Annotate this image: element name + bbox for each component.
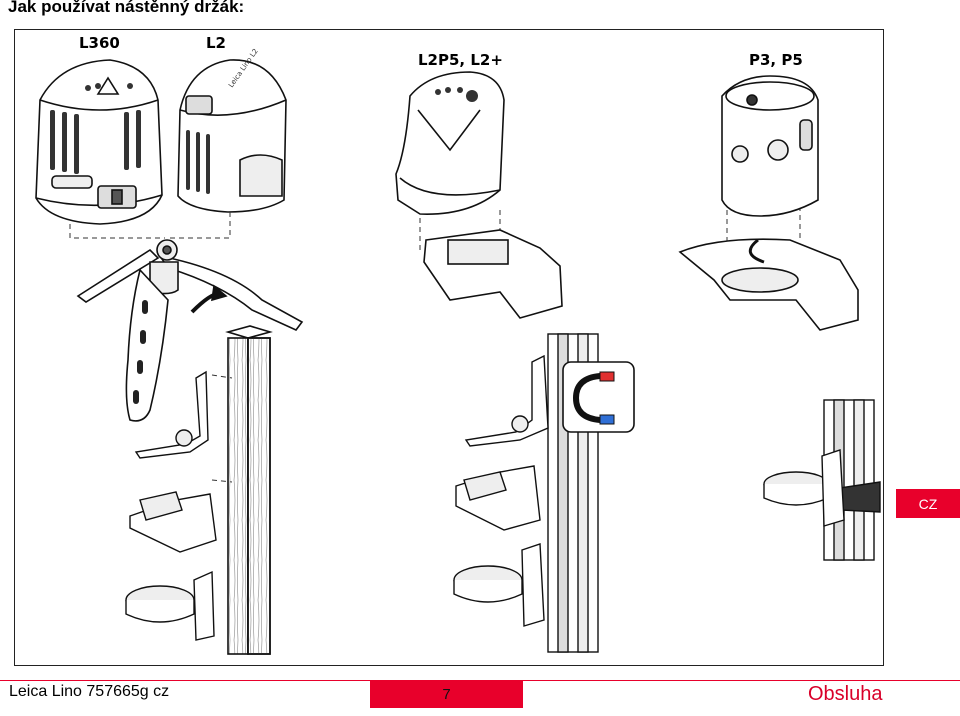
l2p5-device-drawing [395, 71, 563, 319]
l2-device-drawing: Leica Lino L2 [177, 47, 287, 213]
l360-device-drawing [35, 59, 163, 225]
wall-mount-bracket-drawing [76, 239, 304, 422]
strap-column-drawing [763, 399, 881, 561]
magnet-icon [562, 361, 635, 433]
language-tab: CZ [896, 489, 960, 518]
model-label-p3: P3, P5 [749, 51, 803, 69]
footer-section-title: Obsluha [808, 683, 883, 705]
p3-device-drawing [678, 75, 859, 331]
wooden-post-drawing [225, 325, 273, 655]
footer-product-code: Leica Lino 757665g cz [9, 683, 170, 700]
metal-mount-steps-drawing [453, 354, 549, 627]
model-label-l2p5: L2P5, L2+ [418, 51, 503, 69]
footer-divider [0, 680, 960, 681]
page-number: 7 [370, 681, 523, 708]
wood-mount-steps-drawing [125, 370, 217, 641]
illustration-frame [14, 29, 884, 666]
model-label-l2: L2 [206, 34, 226, 52]
model-label-l360: L360 [79, 34, 120, 52]
page-title: Jak používat nástěnný držák: [8, 0, 245, 16]
